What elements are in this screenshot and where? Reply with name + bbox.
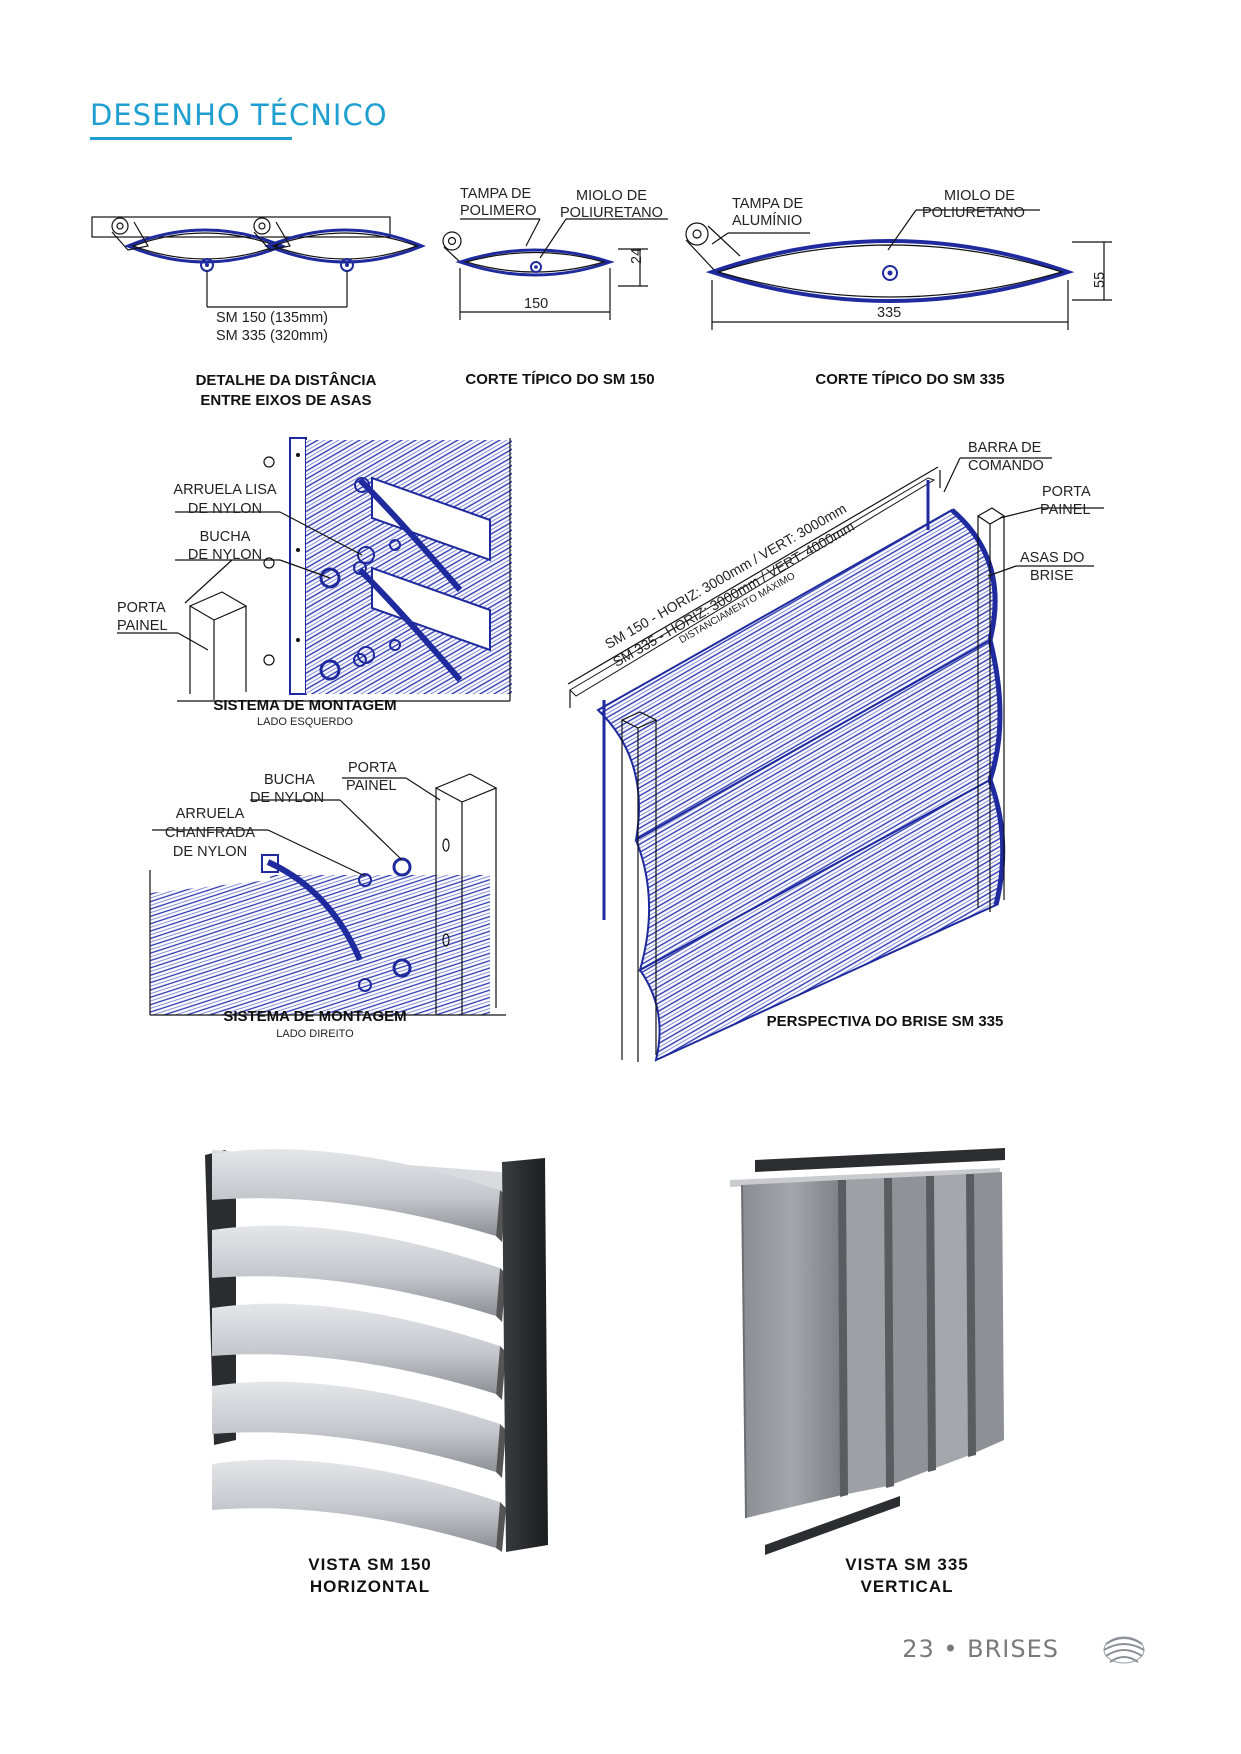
mount-left-drawing xyxy=(117,437,512,702)
sm150-dim-width: 150 xyxy=(524,296,549,312)
photo-vertical-caption-1: VISTA SM 335 xyxy=(845,1555,969,1574)
page-footer: 23 • BRISES xyxy=(902,1635,1059,1663)
mount-right-bushing-2: DE NYLON xyxy=(250,790,325,806)
mount-left-subcaption: LADO ESQUERDO xyxy=(257,716,353,728)
sm335-core-label-2: POLIURETANO xyxy=(922,205,1025,221)
perspective-drawing xyxy=(567,457,1104,1062)
mount-right-post-1: PORTA xyxy=(348,760,397,776)
perspective-wings-1: ASAS DO xyxy=(1020,550,1085,566)
perspective-post-1: PORTA xyxy=(1042,484,1091,500)
sm150-cap-label-2: POLIMERO xyxy=(460,203,537,219)
photo-vertical-render xyxy=(730,1148,1005,1555)
mount-left-post-2: PAINEL xyxy=(117,618,168,634)
perspective-wings-2: BRISE xyxy=(1030,568,1074,584)
mount-left-washer-1: ARRUELA LISA xyxy=(173,482,277,498)
mount-right-washer-3: DE NYLON xyxy=(172,844,248,860)
detail-label-sm150: SM 150 (135mm) xyxy=(216,310,329,326)
mount-left-bushing-2: DE NYLON xyxy=(187,547,263,563)
detail-caption: DETALHE DA DISTÂNCIA ENTRE EIXOS DE ASAS xyxy=(195,372,377,409)
photo-horizontal-caption-1: VISTA SM 150 xyxy=(308,1555,432,1574)
sm335-dim-height: 55 xyxy=(1092,271,1108,288)
photo-vertical-caption-2: VERTICAL xyxy=(860,1577,954,1596)
perspective-caption: PERSPECTIVA DO BRISE SM 335 xyxy=(766,1013,1004,1030)
sm150-core-label-2: POLIURETANO xyxy=(560,205,663,221)
sm335-dim-width: 335 xyxy=(877,305,902,321)
perspective-bar-2: COMANDO xyxy=(968,458,1044,474)
mount-right-caption: SISTEMA DE MONTAGEM xyxy=(223,1008,407,1025)
sm335-core-label-1: MIOLO DE xyxy=(944,188,1015,204)
mount-right-subcaption: LADO DIREITO xyxy=(276,1028,354,1040)
sm150-core-label-1: MIOLO DE xyxy=(576,188,647,204)
title-underline xyxy=(90,137,292,140)
mount-right-drawing xyxy=(149,773,506,1016)
sm335-cap-label-2: ALUMÍNIO xyxy=(732,213,803,229)
sm335-cap-label-1: TAMPA DE xyxy=(732,196,804,212)
perspective-post-2: PAINEL xyxy=(1040,502,1091,518)
sm150-caption: CORTE TÍPICO DO SM 150 xyxy=(465,371,655,388)
detail-axes-drawing xyxy=(91,216,426,308)
brand-logo-icon xyxy=(1103,1636,1145,1664)
sm335-section-drawing xyxy=(685,209,1112,330)
page-title: DESENHO TÉCNICO xyxy=(90,98,388,132)
mount-right-washer-1: ARRUELA xyxy=(175,806,245,822)
mount-right-bushing-1: BUCHA xyxy=(264,772,315,788)
sm150-section-drawing xyxy=(442,218,668,320)
sm150-dim-height: 24 xyxy=(629,247,645,264)
mount-left-washer-2: DE NYLON xyxy=(187,501,263,517)
photo-horizontal-caption-2: HORIZONTAL xyxy=(309,1577,431,1596)
mount-right-washer-2: CHANFRADA xyxy=(164,825,256,841)
sm335-caption: CORTE TÍPICO DO SM 335 xyxy=(815,371,1005,388)
mount-left-bushing-1: BUCHA xyxy=(199,529,251,545)
detail-label-sm335: SM 335 (320mm) xyxy=(216,328,329,344)
mount-right-post-2: PAINEL xyxy=(346,778,397,794)
perspective-bar-1: BARRA DE xyxy=(968,440,1042,456)
mount-left-caption: SISTEMA DE MONTAGEM xyxy=(213,697,397,714)
mount-left-post-1: PORTA xyxy=(117,600,166,616)
photo-horizontal-render xyxy=(205,1149,548,1552)
sm150-cap-label-1: TAMPA DE xyxy=(460,186,532,202)
